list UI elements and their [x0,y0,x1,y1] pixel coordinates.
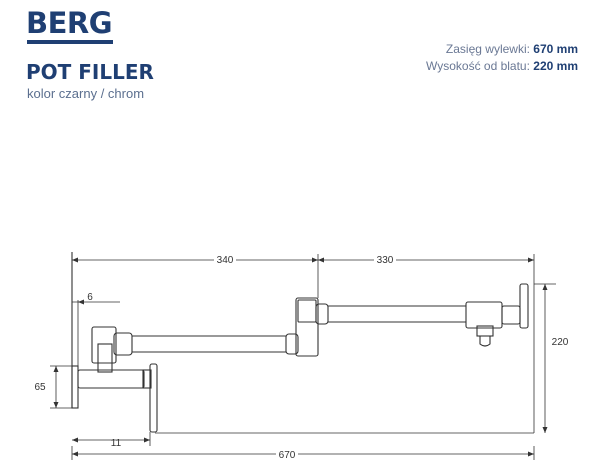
wall-mount-plate [71,365,79,409]
middle-joint-upper-collar [315,303,329,325]
spec-value: 670 mm [533,42,578,56]
shutoff-collar [142,369,152,389]
valve-stem [97,343,113,373]
product-title: POT FILLER [26,60,154,84]
brand-underline [27,40,113,44]
dim-label-11: 11 [111,438,122,449]
middle-joint-body [295,297,319,357]
spec-row-height: Wysokość od blatu: 220 mm [426,58,578,75]
dim-label-340: 340 [217,255,234,266]
spout-nozzle [479,336,491,347]
spout-collar [501,305,521,325]
spout-outlet [476,325,494,337]
wall-joint-collar [113,332,133,356]
spec-label: Wysokość od blatu: [426,59,530,73]
dim-label-6: 6 [87,292,93,303]
flow-handle [519,283,529,329]
dim-label-220: 220 [552,337,569,348]
dim-label-330: 330 [377,255,394,266]
brand-logo: BERG [26,6,113,40]
middle-joint-lower-collar [285,333,299,355]
valve-body [77,369,145,389]
shutoff-handle [149,363,158,433]
dim-label-65: 65 [34,382,46,393]
spout-body [465,301,503,329]
spec-row-reach: Zasięg wylewki: 670 mm [426,41,578,58]
wall-elbow-joint [91,326,117,364]
spec-value: 220 mm [533,59,578,73]
middle-joint-cap [297,299,317,323]
spec-list: Zasięg wylewki: 670 mm Wysokość od blatu… [426,41,578,75]
dim-label-670: 670 [279,450,296,461]
spec-label: Zasięg wylewki: [445,42,530,56]
product-subtitle: kolor czarny / chrom [27,86,145,101]
